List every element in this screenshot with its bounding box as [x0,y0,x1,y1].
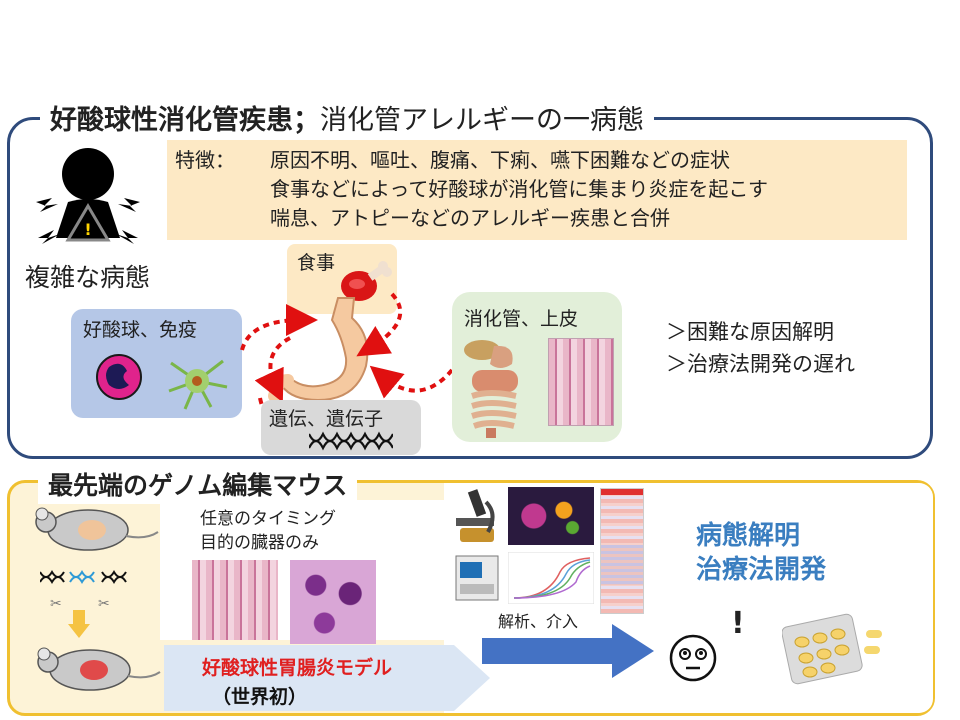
timing-line-2: 目的の臓器のみ [200,533,319,553]
genome-mouse-title: 最先端のゲノム編集マウス [38,468,358,504]
digestive-tract-icon [464,340,518,438]
microscope-icon [456,489,495,542]
medicine-pills-icon [782,613,882,685]
outcome-line-1: ＞困難な原因解明 [666,320,834,344]
goal-line-1: 病態解明 [696,521,801,551]
immune-label: 好酸球、免疫 [83,319,198,341]
warning-symbol: ! [84,220,91,239]
gut-label: 消化管、上皮 [464,308,579,330]
feature-line-2: 食事などによって好酸球が消化管に集まり炎症を起こす [270,177,768,201]
down-arrow-icon [68,610,90,638]
eosinophil-histology-image [290,560,376,644]
feature-line-1: 原因不明、嘔吐、腹痛、下痢、嚥下困難などの症状 [270,148,730,172]
complex-pathology-label: 複雑な病態 [25,263,151,292]
feature-line-3: 喘息、アトピーなどのアレルギー疾患と合併 [270,206,670,230]
eosinophil-icon [96,354,142,400]
features-label: 特徴： [175,148,235,172]
svg-text:✂: ✂ [98,596,110,612]
timing-line-1: 任意のタイミング [200,509,336,529]
svg-text:✂: ✂ [50,596,62,612]
disease-title: 好酸球性消化管疾患；消化管アレルギーの一病態 [40,102,654,140]
analysis-label: 解析、介入 [498,612,579,631]
heatmap-image [600,488,644,614]
gene-editing-icon: ✂ ✂ [40,570,127,612]
food-label: 食事 [297,252,336,274]
fluorescence-image [508,487,594,545]
immune-box: 好酸球、免疫 [71,309,242,418]
targeting-text: 任意のタイミング 目的の臓器のみ [200,507,336,555]
model-mouse-icon [37,647,161,691]
outcome-line-2: ＞治療法開発の遅れ [666,352,855,376]
model-label: 好酸球性胃腸炎モデル [202,657,393,679]
surprised-face-icon [669,634,717,682]
amplification-curve-image [508,552,594,604]
lab-instrument-icon [455,555,499,601]
disease-title-bold: 好酸球性消化管疾患； [50,105,320,136]
dendritic-cell-icon [168,359,228,410]
meat-icon [341,261,392,301]
exclamation-mark: ! [731,606,745,641]
goal-line-2: 治療法開発 [696,555,827,585]
mouse-icon [35,507,159,551]
goals-text: 病態解明 治療法開発 [696,519,826,587]
genetic-label: 遺伝、遺伝子 [269,408,384,430]
disease-title-rest: 消化管アレルギーの一病態 [320,105,644,136]
gut-epithelium-box: 消化管、上皮 [452,292,622,442]
outcomes: ＞困難な原因解明 ＞治療法開発の遅れ [666,316,855,380]
model-banner [164,645,490,711]
genetic-box: 遺伝、遺伝子 [261,400,421,455]
dna-icon [309,431,393,451]
blue-arrow [482,624,654,678]
world-first-label: （世界初） [212,686,308,708]
features-box: 特徴： 原因不明、嘔吐、腹痛、下痢、嚥下困難などの症状 食事などによって好酸球が… [167,140,907,240]
person-warning-icon: ! [36,148,140,244]
epithelium-histology-image [548,338,614,426]
intestine-histology-image [192,560,278,640]
